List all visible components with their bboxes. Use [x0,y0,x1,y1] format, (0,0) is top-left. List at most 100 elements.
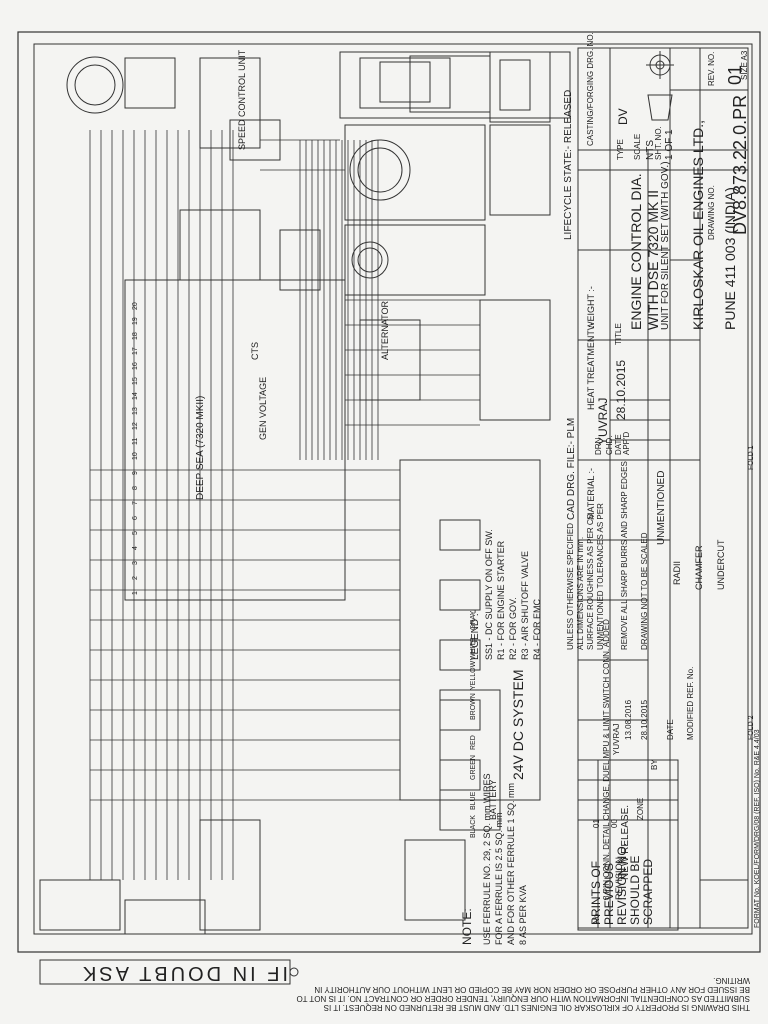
radii-label: RADII [672,560,682,585]
prints-box [577,819,679,931]
terminal-3: 3 [132,561,139,565]
round-connector [66,56,281,161]
general-note-1: ALL DIMENSIONS ARE IN mm. [576,536,585,650]
terminal-4: 4 [132,546,139,550]
confidential-notice: THIS DRAWING IS PROPERTY OF KIRLOSKAR OI… [296,976,750,1012]
revision-header-date: DATE [666,719,675,740]
controller-name: DEEP SEA (7320 MKII) [195,395,206,500]
drawing-number: DV8.873.22.0.PR [730,94,750,235]
terminal-17: 17 [132,347,139,355]
title-block [577,47,749,929]
unmentioned-label: UNMENTIONED [656,470,667,545]
legend-item-2: R1 - FOR ENGINE STARTER [496,540,506,660]
revision-header-zone: ZONE [636,797,645,820]
legend-item-5: R4 - FOR EMC [532,598,542,660]
wire-colour-6: BLACK [470,815,477,838]
terminal-18: 18 [132,332,139,340]
note-line-2: FOR A FERRULE IS 2.5 SQ. mm [494,812,504,945]
terminal-20: 20 [132,302,139,310]
terminal-13: 13 [132,407,139,415]
doubt-banner: IF IN DOUBT ASK [80,962,288,984]
revision-header-by: BY [650,759,659,770]
wire-colour-5: BLUE [470,791,477,810]
outer-border [17,31,761,953]
system-label: 24V DC SYSTEM [510,669,526,780]
terminal-11: 11 [132,437,139,445]
legend-item-4: R3 - AIR SHUTOFF VALVE [520,550,530,660]
lifecycle-state: LIFECYCLE STATE:- RELEASED [563,89,574,240]
date-value: 28.10.2015 [614,359,628,420]
terminal-2: 2 [132,576,139,580]
drawing-title-2: WITH DSE 7320 MK II [645,189,661,330]
chamfer-label: CHAMFER [694,545,704,591]
type-label: TYPE [616,139,625,160]
sheet-label: SHT. NO. [654,126,663,160]
terminal-1: 1 [132,591,139,595]
cad-file-label: CAD DRG. FILE:- PLM [566,417,577,520]
general-note-5: DRAWING NOT TO BE SCALED [640,532,649,650]
appd-label: APP'D [622,431,631,455]
type-value: DV [616,108,630,125]
unless-label: UNLESS OTHERWISE SPECIFIED [566,523,575,650]
terminal-5: 5 [132,531,139,535]
relay-block [359,299,551,801]
size-label: SIZE A3 [740,50,749,80]
wire-colour-3: RED [470,735,477,750]
terminal-16: 16 [132,362,139,370]
revision-header-modified: MODIFIED REF. No. [686,666,695,740]
company-name: KIRLOSKAR OIL ENGINES LTD., [690,119,706,330]
bottom-boxes [39,689,501,985]
terminal-12: 12 [132,422,139,430]
fold-1-label: FOLD 1 [748,445,755,470]
connector-panels [339,51,571,296]
chd-label: CHD. [605,435,614,455]
terminal-10: 10 [132,452,139,460]
wire-colour-2: BROWN [470,693,477,720]
terminal-8: 8 [132,486,139,490]
general-note-2: SURFACE ROUGHNESS AS PER CS [586,513,595,650]
battery-label: BATTERY [488,779,498,820]
casting-label: CASTING/FORGING DRG. NO. [586,32,595,146]
terminal-9: 9 [132,471,139,475]
revision-row-1-date: 13.08.2016 [624,699,633,740]
legend-item-1: SS1 - DC SUPPLY ON OFF SW. [484,529,494,660]
drawing-no-label: DRAWING NO. [707,185,716,240]
terminal-19: 19 [132,317,139,325]
heat-treatment-label: HEAT TREATMENT :- [586,322,596,410]
rev-no-label: REV. NO. [707,51,716,86]
format-footer: FORMAT No. KOEL/FORM/DRG/08 (REF. ISO) N… [754,729,761,928]
undercut-label: UNDERCUT [716,539,726,591]
scale-label: SCALE [633,133,642,160]
revision-row-1-by: YUVRAJ [612,723,621,755]
terminal-6: 6 [132,516,139,520]
sheet-value: 1 OF 1 [664,129,675,160]
speed-control-label: SPEED CONTROL UNIT [237,49,247,150]
drawing-title: ENGINE CONTROL DIA. [628,173,644,330]
revision-row-2-date: 28.10.2015 [640,699,649,740]
wire-colour-4: GREEN [470,755,477,780]
note-title: NOTE: [460,908,474,945]
wire-colour-8: GRAY [470,610,477,630]
drawing-title-3: UNIT FOR SILENT SET (WITH GOV.) [660,161,671,330]
legend-item-3: R2 - FOR GOV. [508,597,518,660]
terminal-14: 14 [132,392,139,400]
wire-colour-1: YELLOW [470,660,477,690]
note-line-3: AND FOR OTHER FERRULE 1 SQ. mm [506,782,516,945]
general-note-4: REMOVE ALL SHARP BURRS AND SHARP EDGES [620,461,629,650]
inner-border [33,43,753,935]
ct-label: CTS [250,342,260,360]
alternator-label: ALTERNATOR [380,300,390,360]
note-line-4: 8 AS PER KVA [518,885,528,945]
fold-2-label: FOLD 2 [748,715,755,740]
wire-colour-7: WHITE [470,637,477,660]
prints-notice: PRINTS OF PREVIOUS REVISION NO. SHOULD B… [589,842,655,925]
controller-block [124,209,346,601]
projection-symbol [646,51,674,121]
terminal-15: 15 [132,377,139,385]
gen-voltage-label: GEN VOLTAGE [258,376,268,440]
material-label: MATERIAL :- [586,467,596,520]
terminal-7: 7 [132,501,139,505]
title-label: TITLE [614,323,623,345]
